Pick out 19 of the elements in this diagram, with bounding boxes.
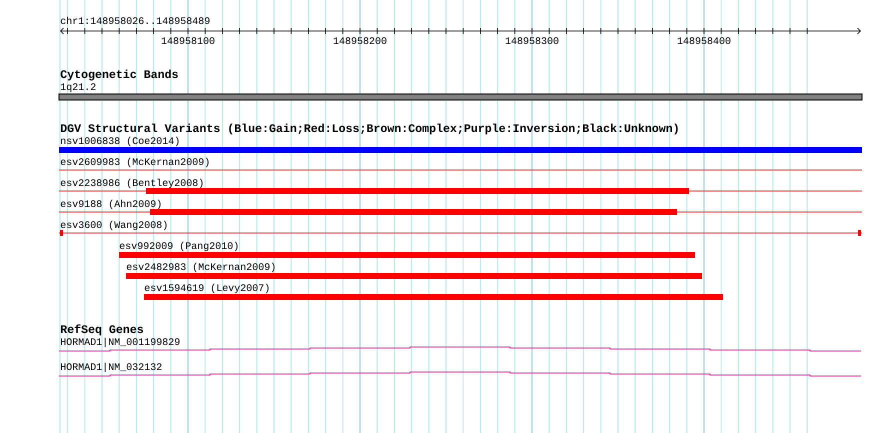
feature-label: 1q21.2 xyxy=(60,83,96,92)
feature-label: esv1594619 (Levy2007) xyxy=(144,284,269,294)
feature-label: esv2482983 (McKernan2009) xyxy=(126,262,275,272)
track-heading: Cytogenetic Bands xyxy=(60,70,178,80)
feature-label: esv992009 (Pang2010) xyxy=(120,242,238,252)
feature-label: HORMAD1|NM_001199829 xyxy=(60,338,180,348)
tick-label: 148958300 xyxy=(506,37,558,44)
feature-label: HORMAD1|NM_032132 xyxy=(60,362,162,372)
feature-label: esv9188 (Ahn2009) xyxy=(60,200,161,210)
tick-label: 148958400 xyxy=(678,37,730,44)
tick-label: 148958200 xyxy=(334,37,386,44)
feature-label: nsv1006838 (Coe2014) xyxy=(61,136,179,146)
tick-label: 148958100 xyxy=(162,37,214,44)
coordinate-range: chr1:148958026..148958489 xyxy=(60,16,210,24)
track-heading: DGV Structural Variants (Blue:Gain;Red:Loss;Brown:Complex;Purple:Inversion;Black:Unknown) xyxy=(60,124,678,134)
feature-label: esv3600 (Wang2008) xyxy=(60,220,167,230)
feature-label: esv2238986 (Bentley2008) xyxy=(60,178,203,188)
track-heading: RefSeq Genes xyxy=(60,324,144,336)
feature-label: esv2609983 (McKernan2009) xyxy=(60,158,209,168)
